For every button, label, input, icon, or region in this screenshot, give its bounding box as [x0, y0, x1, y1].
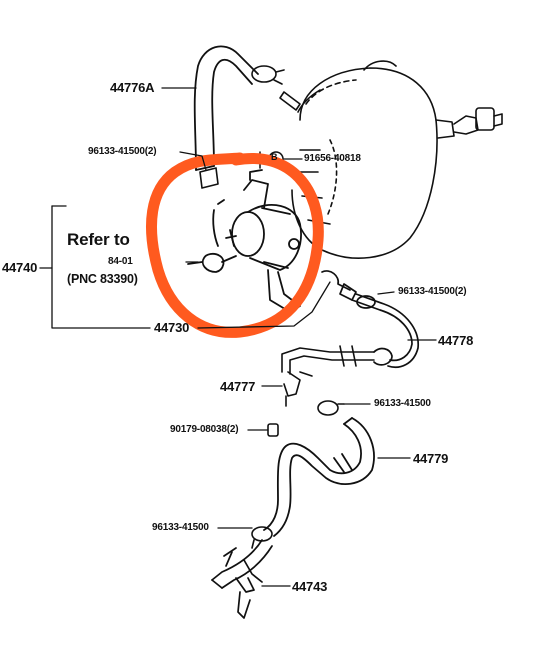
label-44730: 44730	[154, 320, 190, 335]
leader-lines	[39, 87, 437, 587]
label-96133-41500-2-right: 96133-41500(2)	[398, 286, 467, 297]
label-96133-41500-2-top: 96133-41500(2)	[88, 146, 157, 157]
bolt-marker-glyph: B	[271, 152, 278, 162]
label-91656-40818: 91656-40818	[304, 153, 361, 164]
clamp-hose-top	[199, 167, 219, 189]
label-44778: 44778	[438, 333, 474, 348]
label-44779: 44779	[413, 451, 449, 466]
clamp-top	[251, 65, 301, 111]
label-96133-41500-low: 96133-41500	[152, 522, 209, 533]
label-44776a: 44776A	[110, 80, 155, 95]
vacuum-tank	[187, 169, 302, 313]
clamp-low	[251, 526, 273, 549]
hose-44779	[263, 417, 375, 537]
label-90179-08038-2: 90179-08038(2)	[170, 424, 239, 435]
refer-to-text: Refer to	[67, 230, 130, 249]
refer-84-01: 84-01	[108, 256, 133, 267]
hose-44778	[321, 270, 419, 368]
label-44777: 44777	[220, 379, 256, 394]
label-96133-41500-mid: 96133-41500	[374, 398, 431, 409]
label-44743: 44743	[292, 579, 328, 594]
label-44740: 44740	[2, 260, 38, 275]
tube-44777	[281, 345, 375, 407]
refer-pnc: (PNC 83390)	[67, 272, 138, 286]
plug	[267, 423, 279, 437]
hose-44776a	[193, 45, 259, 171]
fitting-44743	[211, 539, 273, 619]
clamp-mid	[317, 400, 345, 416]
